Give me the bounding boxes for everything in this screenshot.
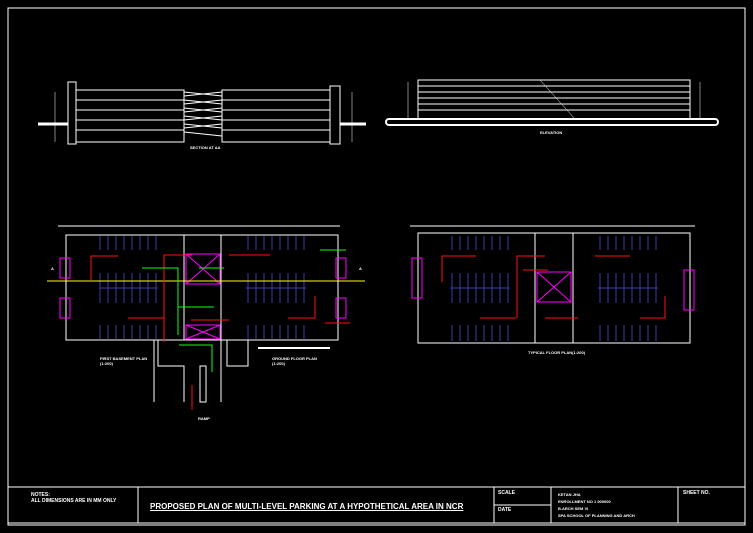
ground-plan-label: GROUND FLOOR PLAN bbox=[272, 356, 317, 361]
sheet-border bbox=[7, 7, 746, 526]
author-line: B.ARCH SEM VI bbox=[558, 506, 589, 511]
section-aa-label: SECTION AT AA bbox=[190, 145, 221, 150]
typical-plan-label: TYPICAL FLOOR PLAN(1:200) bbox=[528, 350, 586, 355]
sheet-number-label: SHEET NO. bbox=[683, 490, 710, 496]
ground-basement-plan bbox=[47, 225, 365, 410]
author-line: ENROLLMENT NO 1 000000 bbox=[558, 499, 611, 504]
ramp-label: RAMP bbox=[198, 416, 210, 421]
parking-stalls bbox=[99, 236, 306, 339]
section-mark-right: A bbox=[359, 266, 362, 271]
author-line: KETAN JHA bbox=[558, 492, 581, 497]
notes-text: ALL DIMENSIONS ARE IN MM ONLY bbox=[31, 498, 117, 504]
author-line: SPA SCHOOL OF PLANNING AND ARCH bbox=[558, 513, 635, 518]
elevation-label: ELEVATION bbox=[540, 130, 563, 135]
drawing-title: PROPOSED PLAN OF MULTI-LEVEL PARKING AT … bbox=[150, 502, 464, 511]
date-label: DATE bbox=[498, 507, 512, 513]
ground-plan-scale: (1:200) bbox=[272, 361, 285, 366]
notes-heading: NOTES: bbox=[31, 492, 50, 498]
elevation-drawing bbox=[385, 79, 719, 126]
typical-floor-plan bbox=[410, 225, 695, 344]
scale-label: SCALE bbox=[498, 490, 515, 496]
section-aa-drawing bbox=[38, 81, 366, 145]
basement-plan-scale: (1:200) bbox=[100, 361, 113, 366]
basement-plan-label: FIRST BASEMENT PLAN bbox=[100, 356, 148, 361]
section-mark-left: A bbox=[51, 266, 54, 271]
